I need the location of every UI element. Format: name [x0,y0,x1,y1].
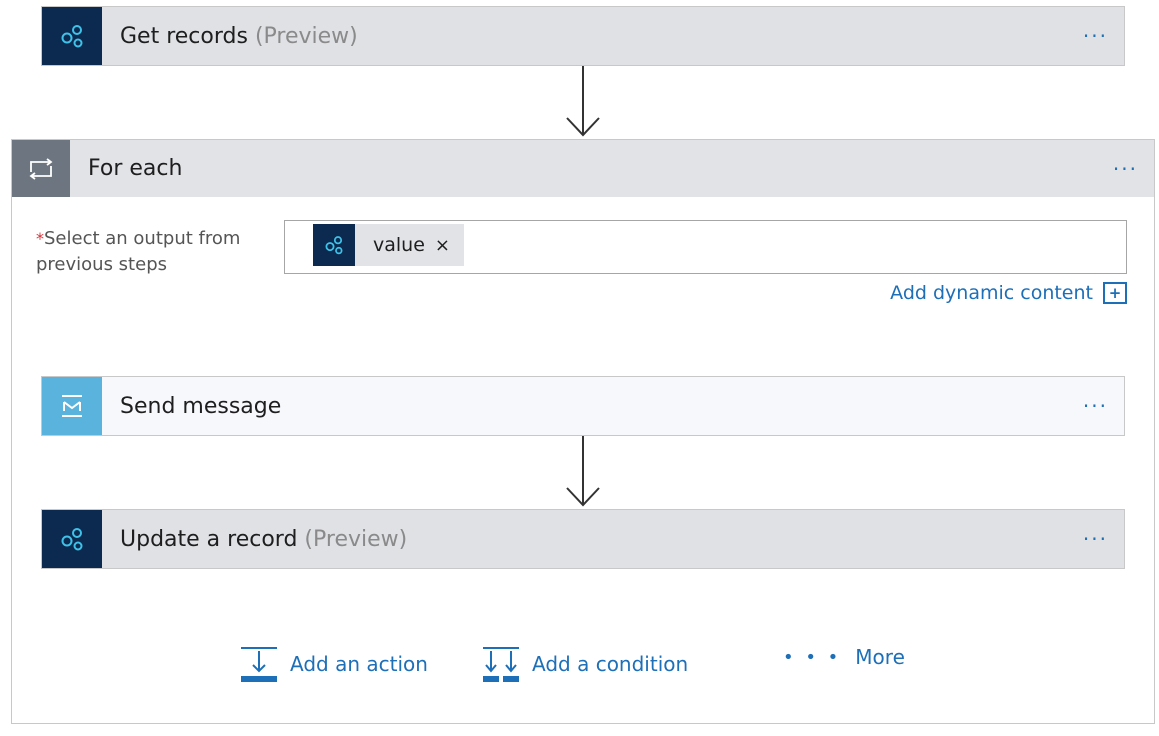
add-dynamic-content-label: Add dynamic content [890,282,1093,304]
card-title-text: Get records [120,23,248,49]
more-button[interactable]: • • • More [783,645,905,669]
add-dynamic-content-link[interactable]: Add dynamic content + [890,282,1127,304]
loop-icon [12,140,70,197]
add-action-button[interactable]: Add an action [240,645,428,683]
more-label: More [855,645,905,669]
get-records-card[interactable]: Get records (Preview) ··· [41,6,1125,66]
card-title-text: Update a record [120,526,298,552]
more-options-button[interactable]: ··· [1082,527,1108,551]
gears-icon [42,7,102,65]
update-record-card[interactable]: Update a record (Preview) ··· [41,509,1125,569]
gears-icon [313,224,355,266]
add-action-label: Add an action [290,652,428,676]
preview-label: (Preview) [254,23,358,49]
output-field-label-text: Select an output from previous steps [36,228,241,275]
remove-token-icon[interactable]: × [434,234,450,256]
add-condition-label: Add a condition [532,652,689,676]
output-input-field[interactable]: value × [284,220,1127,274]
add-condition-button[interactable]: Add a condition [482,645,688,683]
more-options-button[interactable]: ··· [1112,156,1138,181]
for-each-header[interactable]: For each ··· [12,140,1154,197]
mail-icon [42,377,102,435]
flow-arrow-icon [566,436,600,507]
more-dots-icon: • • • [783,646,842,668]
output-field-label: *Select an output from previous steps [36,226,276,278]
add-action-icon [241,647,277,682]
more-options-button[interactable]: ··· [1082,24,1108,48]
value-token[interactable]: value × [313,224,464,266]
flow-arrow-icon [566,66,600,137]
plus-box-icon: + [1103,282,1127,304]
gears-icon [42,510,102,568]
preview-label: (Preview) [304,526,408,552]
send-message-title: Send message [120,393,282,419]
for-each-title: For each [88,156,183,181]
send-message-card[interactable]: Send message ··· [41,376,1125,436]
more-options-button[interactable]: ··· [1082,394,1108,418]
required-marker: * [36,229,44,248]
add-condition-icon [483,647,519,682]
get-records-title: Get records (Preview) [102,24,1083,49]
token-label: value [373,234,425,256]
update-record-title: Update a record (Preview) [102,527,1083,552]
